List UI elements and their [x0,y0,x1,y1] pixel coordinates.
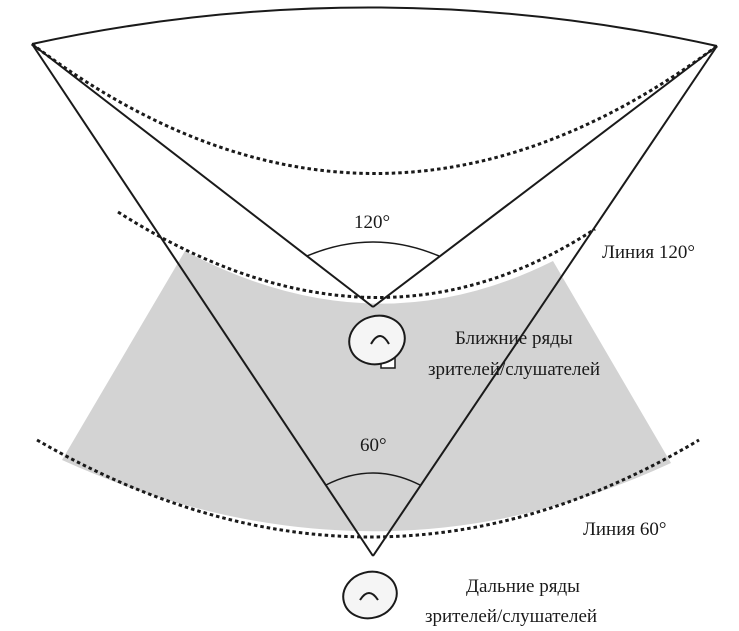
line-60-dashed [36,438,700,539]
line-120-label: Линия 120° [602,242,695,263]
sight-line-60-left [31,43,374,557]
near-viewer-head-icon [348,314,406,369]
near-rows-label-line1: Ближние ряды [455,328,573,349]
optimal-viewing-zone [62,251,671,532]
far-rows-label-line1: Дальние ряды [466,576,580,597]
near-rows-label-line2: зрителей/слушателей [428,359,600,380]
angle-label-120: 120° [354,212,390,233]
angle-label-60: 60° [360,435,387,456]
screen-dashed-curve [31,42,718,175]
sight-line-120-left [31,43,374,308]
angle-arc-60 [325,472,421,486]
line-60-label: Линия 60° [583,519,666,540]
sight-line-60-right [372,45,718,557]
sight-line-120-right [372,45,718,308]
line-120-dashed [117,210,596,299]
angle-arc-120 [306,241,440,257]
far-viewer-head-icon [342,570,398,620]
far-rows-label-line2: зрителей/слушателей [425,606,597,627]
screen-arc [31,6,718,47]
